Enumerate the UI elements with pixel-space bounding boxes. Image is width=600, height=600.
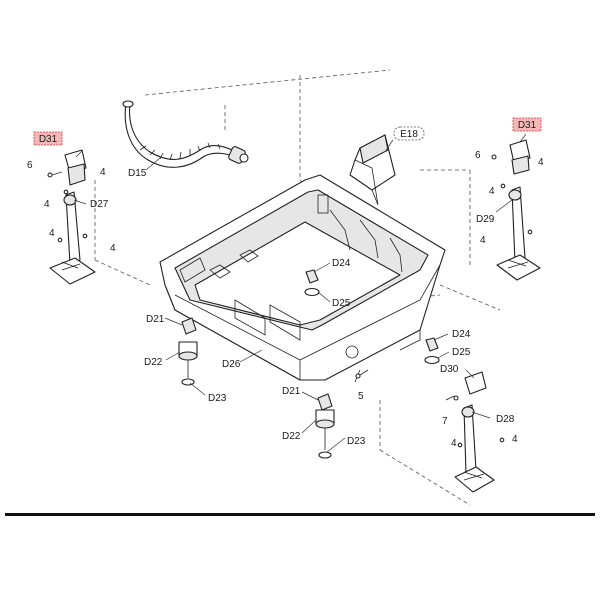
label-5: 5 [358, 391, 364, 402]
label-d21-left: D21 [146, 314, 165, 325]
label-d30: D30 [440, 364, 459, 375]
label-4-c: 4 [49, 228, 55, 239]
label-d22-center: D22 [282, 431, 301, 442]
label-4-g: 4 [480, 235, 486, 246]
label-d31-left: D31 [39, 134, 58, 145]
leg-assembly-left [47, 149, 96, 285]
label-d31-right: D31 [518, 120, 537, 131]
label-e18: E18 [400, 129, 418, 140]
label-d23-left: D23 [208, 393, 227, 404]
label-4-e: 4 [538, 157, 544, 168]
label-4-f: 4 [489, 186, 495, 197]
label-7: 7 [442, 416, 448, 427]
caps-d24-d25 [304, 269, 440, 365]
leader-lines [73, 133, 527, 453]
label-4-i: 4 [451, 438, 457, 449]
label-d21-center: D21 [282, 386, 301, 397]
label-6-right: 6 [475, 150, 481, 161]
label-d27: D27 [90, 199, 109, 210]
label-d22-left: D22 [144, 357, 163, 368]
drain-hose [122, 100, 249, 168]
label-4-b: 4 [44, 199, 50, 210]
reference-lines [94, 69, 501, 506]
bracket-e18 [349, 134, 396, 206]
label-d24-right: D24 [452, 329, 471, 340]
part-labels: D15 D27 D29 D28 D30 D26 D21 D21 D22 D22 … [27, 150, 544, 449]
label-6-left: 6 [27, 160, 33, 171]
screws [355, 369, 455, 401]
label-d23-center: D23 [347, 436, 366, 447]
label-4-d: 4 [110, 243, 116, 254]
foot-center [315, 393, 335, 459]
base-frame [159, 174, 446, 383]
label-d26: D26 [222, 359, 241, 370]
highlight-d31-right: D31 [512, 117, 542, 132]
label-d24-center: D24 [332, 258, 351, 269]
label-d25-right: D25 [452, 347, 471, 358]
leg-assembly-right [491, 139, 541, 281]
bottom-rule [5, 513, 595, 516]
label-4-h: 4 [512, 434, 518, 445]
highlight-d31-left: D31 [33, 131, 63, 146]
label-d25-center: D25 [332, 298, 351, 309]
label-d28: D28 [496, 414, 515, 425]
label-4-a: 4 [100, 167, 106, 178]
leg-assembly-front [453, 371, 505, 493]
label-d29: D29 [476, 214, 495, 225]
callout-e18: E18 [393, 126, 425, 141]
label-d15: D15 [128, 168, 147, 179]
foot-left [178, 317, 198, 386]
